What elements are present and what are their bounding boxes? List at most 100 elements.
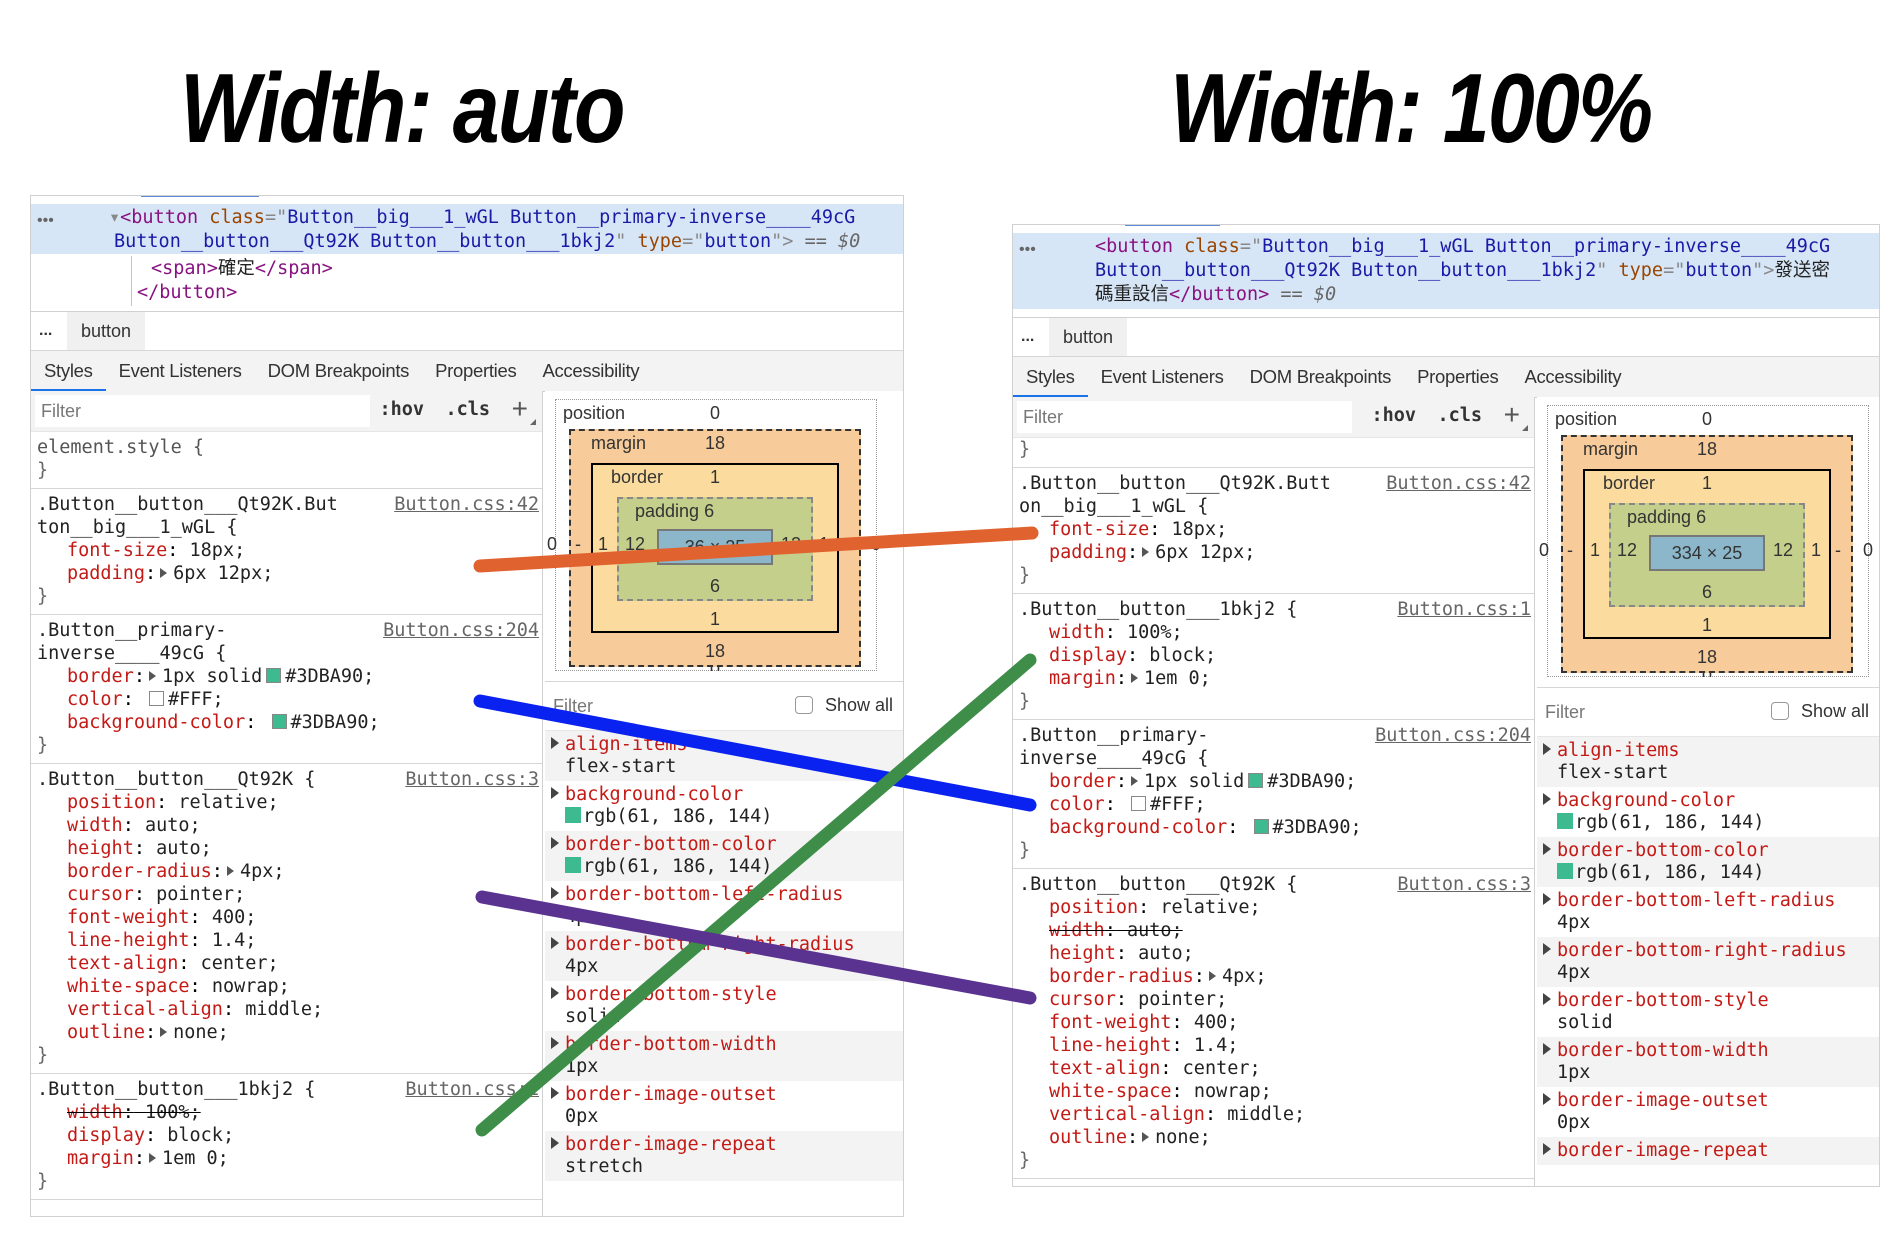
margin-left-value[interactable]: - [1567, 540, 1573, 560]
expand-triangle-icon[interactable] [551, 937, 559, 949]
show-all-label[interactable]: Show all [1800, 701, 1869, 721]
css-declaration[interactable]: width: 100%; [37, 1101, 536, 1124]
property-name[interactable]: cursor [67, 884, 134, 905]
position-left-value[interactable]: 0 [547, 534, 558, 554]
margin-top-value[interactable]: 18 [704, 433, 726, 453]
property-value[interactable]: 400; [211, 907, 257, 928]
margin-right-value[interactable]: - [843, 534, 849, 554]
computed-property-value[interactable]: stretch [565, 1156, 643, 1177]
css-declaration[interactable]: outline:none; [37, 1021, 536, 1044]
node-menu-icon[interactable]: ••• [1019, 241, 1036, 258]
property-name[interactable]: width [1049, 920, 1105, 941]
border-right-value[interactable]: 1 [1811, 540, 1822, 560]
expand-triangle-icon[interactable] [1543, 743, 1551, 755]
color-value[interactable]: #FFF; [1149, 794, 1206, 815]
expand-triangle-icon[interactable] [1543, 1043, 1551, 1055]
computed-property[interactable]: border-image-repeat [1537, 1137, 1879, 1165]
property-value[interactable]: auto; [144, 815, 201, 836]
property-name[interactable]: outline [67, 1022, 145, 1043]
rule-source-link[interactable]: Button.css:3 [1397, 874, 1531, 895]
expand-triangle-icon[interactable] [1543, 793, 1551, 805]
position-left-value[interactable]: 0 [1539, 540, 1550, 560]
styles-filter-input[interactable]: Filter [35, 395, 370, 427]
rule-source-link[interactable]: Button.css:204 [1375, 725, 1531, 746]
color-swatch-icon[interactable] [271, 714, 287, 729]
property-name[interactable]: height [67, 838, 134, 859]
cls-toggle[interactable]: .cls [1437, 405, 1482, 426]
margin-bottom-value[interactable]: 18 [704, 641, 726, 661]
property-name[interactable]: background-color [1049, 817, 1228, 838]
property-name[interactable]: border [67, 666, 134, 687]
selected-dom-node[interactable] [1013, 233, 1879, 309]
padding-bottom-value[interactable]: 6 [1701, 582, 1712, 602]
property-value[interactable]: 1px solid [161, 666, 263, 687]
property-value[interactable]: 1.4; [1193, 1035, 1239, 1056]
css-declaration[interactable]: line-height: 1.4; [37, 929, 536, 952]
computed-property-value[interactable]: flex-start [565, 756, 677, 777]
property-name[interactable]: width [67, 1102, 123, 1123]
property-value[interactable]: none; [1155, 1127, 1211, 1148]
css-declaration[interactable]: background-color: #3DBA90; [37, 711, 536, 734]
margin-left-value[interactable]: - [575, 534, 581, 554]
css-declaration[interactable]: border-radius:4px; [37, 860, 536, 883]
computed-property-value[interactable]: rgb(61, 186, 144) [551, 856, 897, 878]
property-name[interactable]: color [67, 689, 123, 710]
computed-property-value[interactable]: 4px [1557, 962, 1591, 983]
property-name[interactable]: border [1049, 771, 1116, 792]
padding-right-value[interactable]: 12 [781, 534, 802, 554]
css-declaration[interactable]: border:1px solid#3DBA90; [1019, 770, 1528, 793]
position-right-value[interactable]: 0 [1863, 540, 1874, 560]
property-value[interactable]: block; [1149, 645, 1217, 666]
property-name[interactable]: outline [1049, 1127, 1127, 1148]
property-name[interactable]: text-align [67, 953, 179, 974]
position-right-value[interactable]: 0 [871, 534, 882, 554]
property-value[interactable]: 1px solid [1143, 771, 1245, 792]
tab-properties[interactable]: Properties [1417, 366, 1499, 387]
expand-triangle-icon[interactable] [1543, 943, 1551, 955]
property-name[interactable]: position [67, 792, 157, 813]
computed-property-name-row[interactable]: border-bottom-left-radius [551, 884, 897, 906]
css-declaration[interactable]: cursor: pointer; [1019, 988, 1528, 1011]
rule-source-link[interactable]: Button.css:42 [1386, 473, 1531, 494]
css-declaration[interactable]: font-weight: 400; [37, 906, 536, 929]
element-style-rule[interactable]: element.style { } [31, 432, 542, 489]
color-value[interactable]: #3DBA90; [285, 666, 375, 687]
css-declaration[interactable]: font-size: 18px; [1019, 518, 1528, 541]
property-value[interactable]: 1em 0; [1143, 668, 1211, 689]
computed-property-name[interactable]: border-bottom-color [565, 834, 777, 855]
expand-shorthand-icon[interactable] [1208, 971, 1216, 981]
property-value[interactable]: pointer; [156, 884, 246, 905]
property-name[interactable]: text-align [1049, 1058, 1161, 1079]
css-declaration[interactable]: padding:6px 12px; [1019, 541, 1528, 564]
styles-filter-input[interactable]: Filter [1017, 401, 1352, 433]
margin-right-value[interactable]: - [1835, 540, 1841, 560]
css-declaration[interactable]: margin:1em 0; [1019, 667, 1528, 690]
color-swatch-icon[interactable] [148, 691, 164, 706]
property-name[interactable]: font-weight [1049, 1012, 1172, 1033]
property-name[interactable]: line-height [67, 930, 190, 951]
computed-property-name[interactable]: border-bottom-right-radius [565, 934, 855, 955]
computed-property-name-row[interactable]: border-bottom-color [1543, 840, 1873, 862]
margin-top-value[interactable]: 18 [1696, 439, 1718, 459]
property-value[interactable]: 18px; [1171, 519, 1228, 540]
css-declaration[interactable]: padding:6px 12px; [37, 562, 536, 585]
property-value[interactable]: 1.4; [211, 930, 257, 951]
expand-triangle-icon[interactable] [1543, 1093, 1551, 1105]
property-name[interactable]: height [1049, 943, 1116, 964]
color-swatch-icon[interactable] [1253, 819, 1269, 834]
property-value[interactable]: 100%; [1126, 622, 1183, 643]
css-declaration[interactable]: cursor: pointer; [37, 883, 536, 906]
css-declaration[interactable]: white-space: nowrap; [1019, 1080, 1528, 1103]
computed-filter-input[interactable]: Filter [553, 696, 593, 716]
content-box[interactable]: 36 × 25 [657, 529, 773, 565]
expand-triangle-icon[interactable] [551, 837, 559, 849]
css-declaration[interactable]: height: auto; [1019, 942, 1528, 965]
property-value[interactable]: 4px; [239, 861, 285, 882]
property-name[interactable]: color [1049, 794, 1105, 815]
